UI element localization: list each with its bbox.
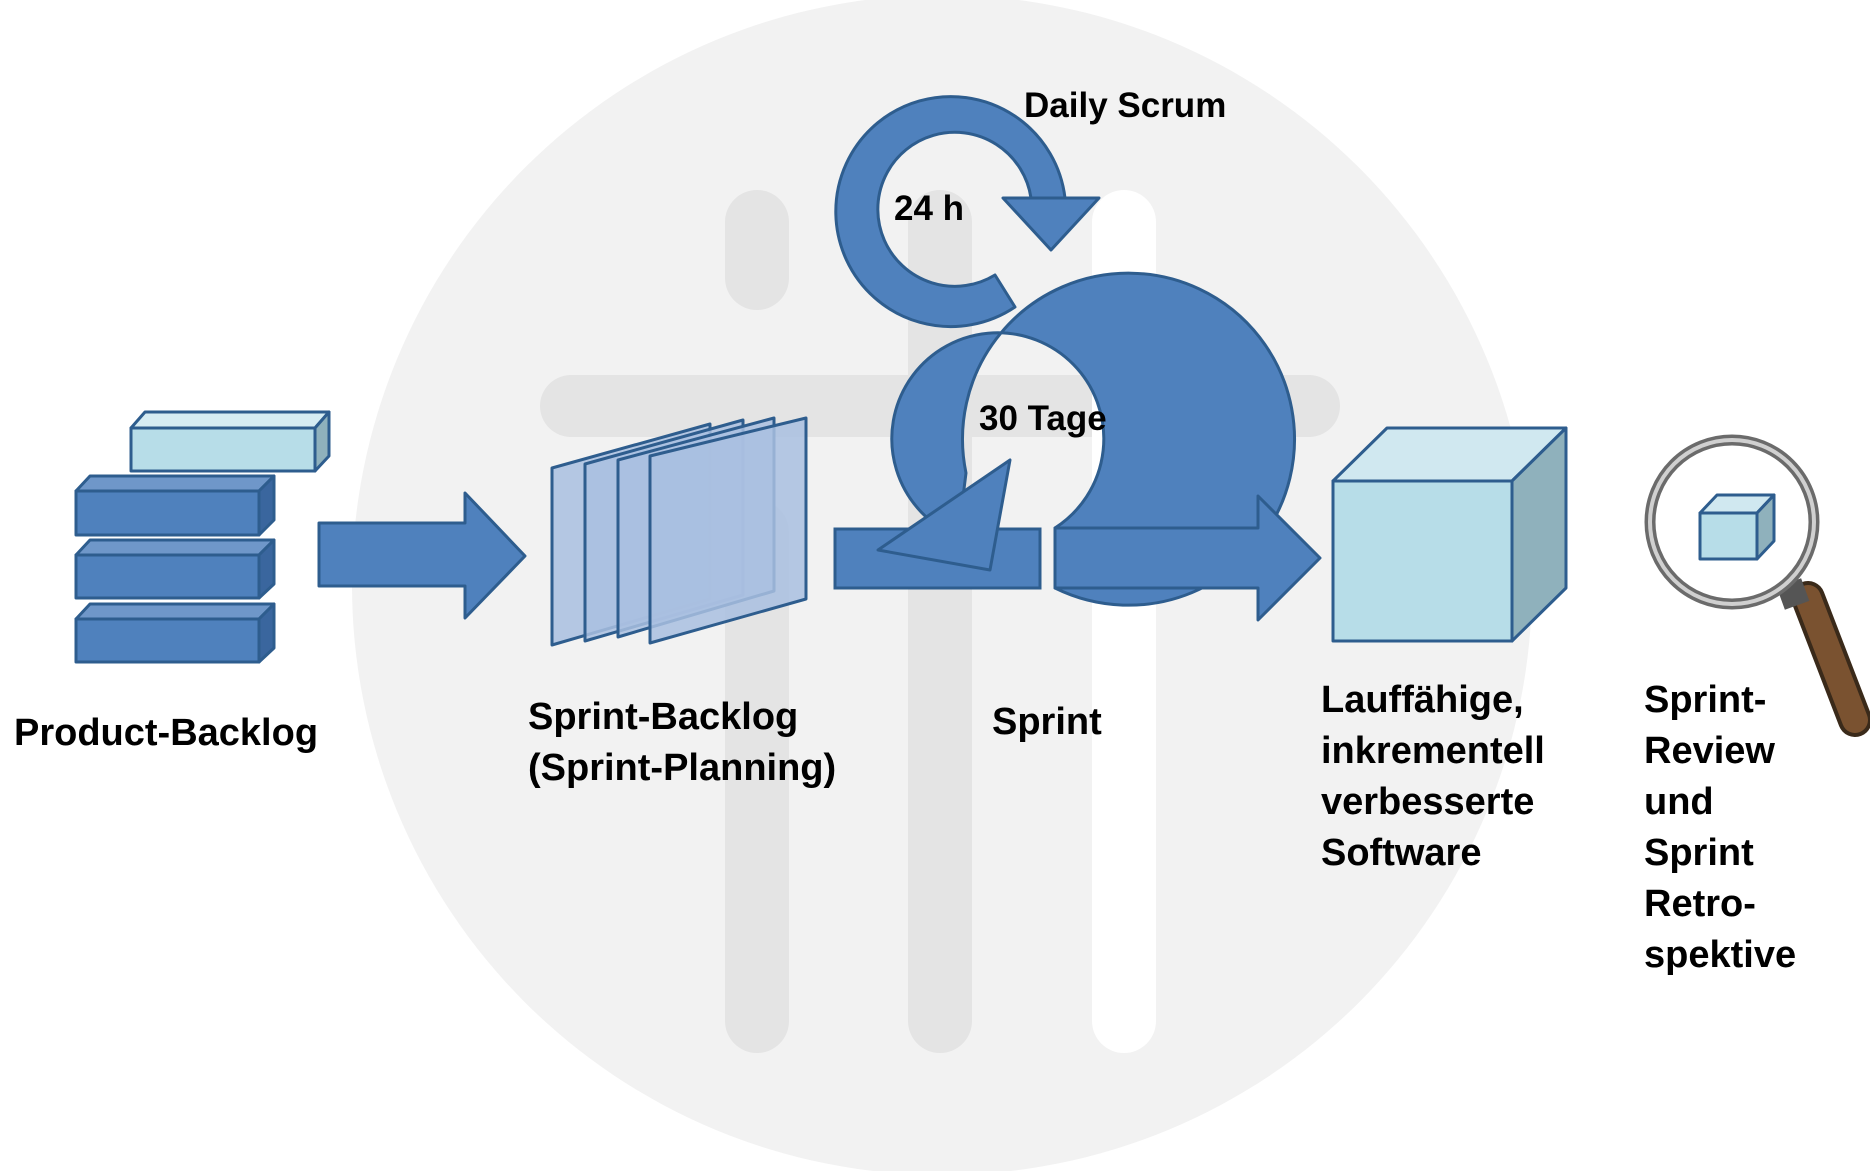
sprint-backlog-label: Sprint-Backlog (Sprint-Planning): [528, 696, 837, 789]
stacked-sheets-icon: [550, 416, 808, 647]
backlog-item: [74, 474, 276, 537]
flow-arrow: [317, 491, 527, 620]
sprint-label: Sprint: [992, 701, 1102, 743]
backlog-item-highlight: [129, 410, 331, 473]
cycle-30-days-label: 30 Tage: [979, 399, 1107, 438]
software-label: Lauffähige, inkrementell verbesserte Sof…: [1321, 679, 1545, 874]
daily-scrum-label: Daily Scrum: [1024, 86, 1227, 125]
backlog-stack-icon: [74, 410, 331, 664]
review-retrospective-label: Sprint- Review und Sprint Retro- spektiv…: [1644, 679, 1797, 976]
magnifier-icon: [1644, 434, 1870, 737]
backlog-item: [74, 602, 276, 664]
circular-arrow-icon: [876, 271, 1296, 607]
flow-arrow: [1053, 494, 1322, 622]
cube-icon: [1331, 426, 1568, 643]
backlog-item: [74, 538, 276, 600]
cycle-24h-label: 24 h: [894, 189, 965, 228]
product-backlog-label: Product-Backlog: [14, 712, 319, 754]
circular-arrow-icon: [834, 95, 1101, 329]
